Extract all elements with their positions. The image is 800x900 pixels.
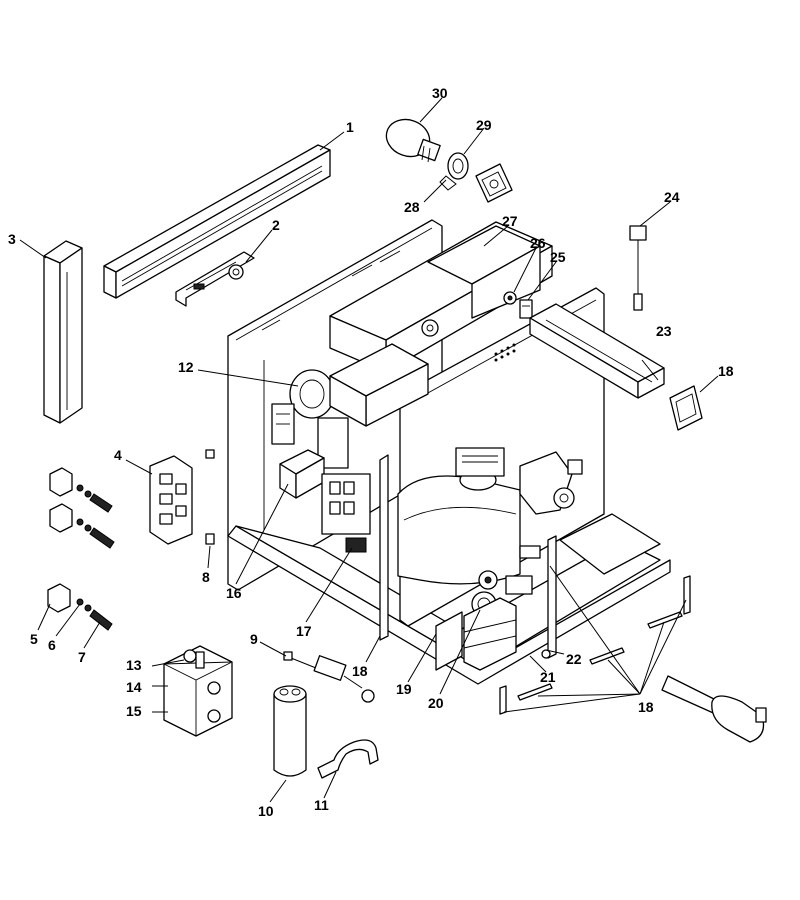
part-27-top-housing xyxy=(329,221,553,373)
magnetron xyxy=(163,645,233,737)
callout-6: 6 xyxy=(48,637,56,653)
vent-grid xyxy=(494,343,516,362)
part-9-diode xyxy=(283,651,375,703)
callout-8: 8 xyxy=(202,569,210,585)
callout-15: 15 xyxy=(126,703,142,719)
callout-18-center: 18 xyxy=(352,663,368,679)
part-25-switch xyxy=(519,299,533,319)
callout-7: 7 xyxy=(78,649,86,665)
callout-11: 11 xyxy=(314,797,329,813)
part-18-foot-strips xyxy=(499,575,691,715)
part-29-lamp-socket xyxy=(447,152,469,180)
part-16-relay xyxy=(279,449,325,499)
callout-24: 24 xyxy=(664,189,680,205)
part-28-clip xyxy=(439,175,457,191)
callout-26: 26 xyxy=(530,235,546,251)
callout-25: 25 xyxy=(550,249,566,265)
callout-20: 20 xyxy=(428,695,444,711)
callout-17: 17 xyxy=(296,623,312,639)
interlock-switch-set-middle xyxy=(49,503,115,549)
callout-18-lower: 18 xyxy=(638,699,654,715)
part-8-clip xyxy=(205,449,215,545)
callout-1: 1 xyxy=(346,119,354,135)
callout-4: 4 xyxy=(114,447,122,463)
right-controls xyxy=(505,545,551,659)
callout-21: 21 xyxy=(540,669,556,685)
stirrer-assembly xyxy=(519,451,583,515)
callout-22: 22 xyxy=(566,651,582,667)
interlock-switch-set-top xyxy=(49,467,113,513)
lamp-cover-plate xyxy=(475,163,513,203)
power-cord xyxy=(661,675,767,743)
part-26-motor xyxy=(503,291,517,305)
part-17-terminal-board xyxy=(321,473,371,553)
part-3-side-trim xyxy=(43,240,83,424)
part-24-fuse xyxy=(629,225,647,311)
callout-5: 5 xyxy=(30,631,38,647)
callout-19: 19 xyxy=(396,681,412,697)
callout-29: 29 xyxy=(476,117,492,133)
callout-16: 16 xyxy=(226,585,242,601)
part-30-lamp xyxy=(385,118,441,163)
part-18-bracket xyxy=(669,385,703,431)
part-4-switch-holder xyxy=(149,455,193,545)
callout-9: 9 xyxy=(250,631,258,647)
leader-lines xyxy=(19,97,719,803)
callout-18-upper: 18 xyxy=(718,363,734,379)
part-23-channel xyxy=(529,303,665,399)
callout-labels: 1 2 3 4 5 6 7 8 9 10 11 12 13 14 15 16 1… xyxy=(8,85,734,819)
blower-housing xyxy=(397,447,521,585)
part-1-top-trim xyxy=(103,144,331,299)
callout-28: 28 xyxy=(404,199,420,215)
callout-13: 13 xyxy=(126,657,142,673)
callout-3: 3 xyxy=(8,231,16,247)
part-19-hv-transformer xyxy=(435,597,517,671)
part-12-transformer xyxy=(271,343,429,469)
part-11-bracket xyxy=(317,739,379,779)
interlock-switch-set-bottom xyxy=(47,583,113,631)
callout-27: 27 xyxy=(502,213,518,229)
callout-14: 14 xyxy=(126,679,142,695)
callout-23: 23 xyxy=(656,323,672,339)
part-2-control-board xyxy=(175,251,255,307)
callout-30: 30 xyxy=(432,85,448,101)
callout-12: 12 xyxy=(178,359,194,375)
callout-2: 2 xyxy=(272,217,280,233)
callout-10: 10 xyxy=(258,803,274,819)
part-10-capacitor xyxy=(273,685,307,777)
